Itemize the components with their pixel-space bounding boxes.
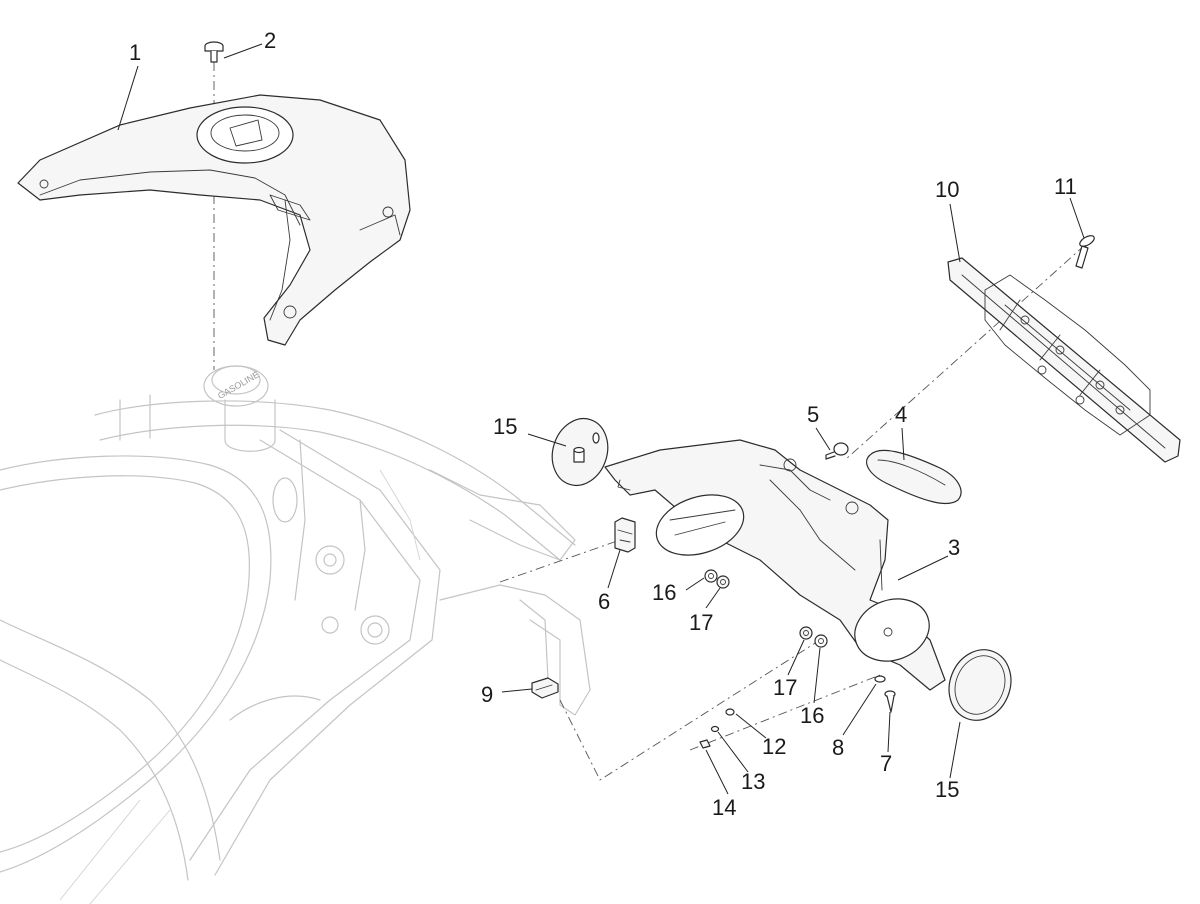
callout-3: 3 (948, 535, 961, 560)
callout-9: 9 (481, 682, 494, 707)
callout-16-left: 16 (652, 580, 677, 605)
callout-16-right: 16 (800, 703, 825, 728)
nut-17-right (799, 626, 813, 640)
clip-9 (531, 677, 559, 699)
clip-6 (614, 517, 636, 553)
callout-13: 13 (741, 769, 766, 794)
callout-15-left: 15 (493, 414, 518, 439)
spring-washer-13 (710, 725, 720, 733)
reflector (866, 449, 962, 505)
washer-8 (874, 675, 886, 683)
callout-2: 2 (264, 28, 277, 53)
callout-6: 6 (598, 589, 611, 614)
screw-11 (1075, 235, 1095, 269)
rear-inner-cover (17, 94, 411, 346)
callout-7: 7 (880, 751, 893, 776)
washer-16-right (814, 634, 828, 648)
nut-17-left (716, 575, 730, 589)
callout-4: 4 (895, 402, 908, 427)
washer-12 (725, 708, 735, 716)
callout-5: 5 (807, 402, 820, 427)
callout-17-right: 17 (773, 675, 798, 700)
tank-cap-label: GASOLINE (216, 369, 261, 401)
callout-12: 12 (762, 734, 787, 759)
nut-14 (699, 739, 711, 749)
screw-5 (825, 442, 849, 460)
screw-2 (204, 41, 224, 63)
leader-lines (117, 43, 1085, 795)
plate-holder-bracket (604, 439, 946, 691)
callout-15-right: 15 (935, 777, 960, 802)
screw-7 (884, 690, 896, 713)
callout-1: 1 (129, 40, 142, 65)
license-plate-frame (947, 257, 1181, 463)
washer-16-left (704, 569, 718, 583)
callout-14: 14 (712, 795, 737, 820)
callout-10: 10 (935, 177, 960, 202)
scooter-frame-ghost: GASOLINE (0, 365, 591, 904)
callout-17-left: 17 (689, 610, 714, 635)
plug-cap-left (551, 418, 609, 486)
callout-8: 8 (832, 735, 845, 760)
callout-11: 11 (1054, 174, 1077, 199)
plug-cap-right (948, 649, 1012, 721)
